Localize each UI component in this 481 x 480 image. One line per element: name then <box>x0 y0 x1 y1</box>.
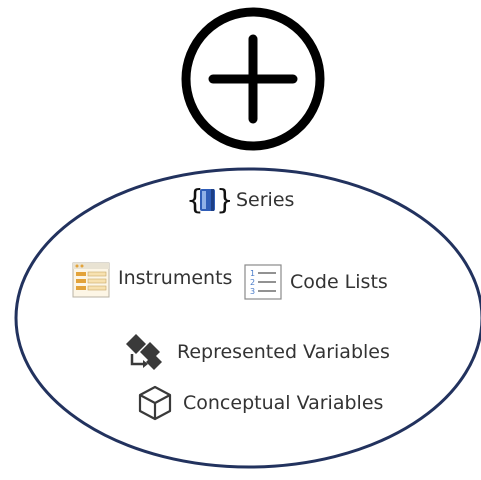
represented-variables-label: Represented Variables <box>177 340 390 363</box>
svg-text:3: 3 <box>250 287 255 296</box>
code-lists-item[interactable]: 1 2 3 Code Lists <box>244 264 388 300</box>
represented-variables-item[interactable]: Represented Variables <box>124 332 390 372</box>
conceptual-variables-label: Conceptual Variables <box>183 391 384 414</box>
series-label: Series <box>236 188 295 211</box>
represented-variable-icon <box>126 334 162 370</box>
svg-text:}: } <box>216 183 230 216</box>
svg-text:1: 1 <box>250 269 255 278</box>
conceptual-variables-item[interactable]: Conceptual Variables <box>137 384 383 422</box>
plus-circle-icon[interactable] <box>180 6 326 152</box>
instrument-form-icon <box>72 262 110 298</box>
numbered-list-icon: 1 2 3 <box>244 264 282 300</box>
instruments-item[interactable]: Instruments <box>72 262 232 298</box>
code-lists-label: Code Lists <box>290 270 388 293</box>
instruments-label: Instruments <box>118 266 233 289</box>
svg-text:2: 2 <box>250 278 255 287</box>
svg-text:{: { <box>186 183 204 216</box>
series-braces-icon: { } <box>186 183 230 216</box>
cube-outline-icon <box>138 385 172 421</box>
series-item[interactable]: { } Series <box>186 183 294 217</box>
